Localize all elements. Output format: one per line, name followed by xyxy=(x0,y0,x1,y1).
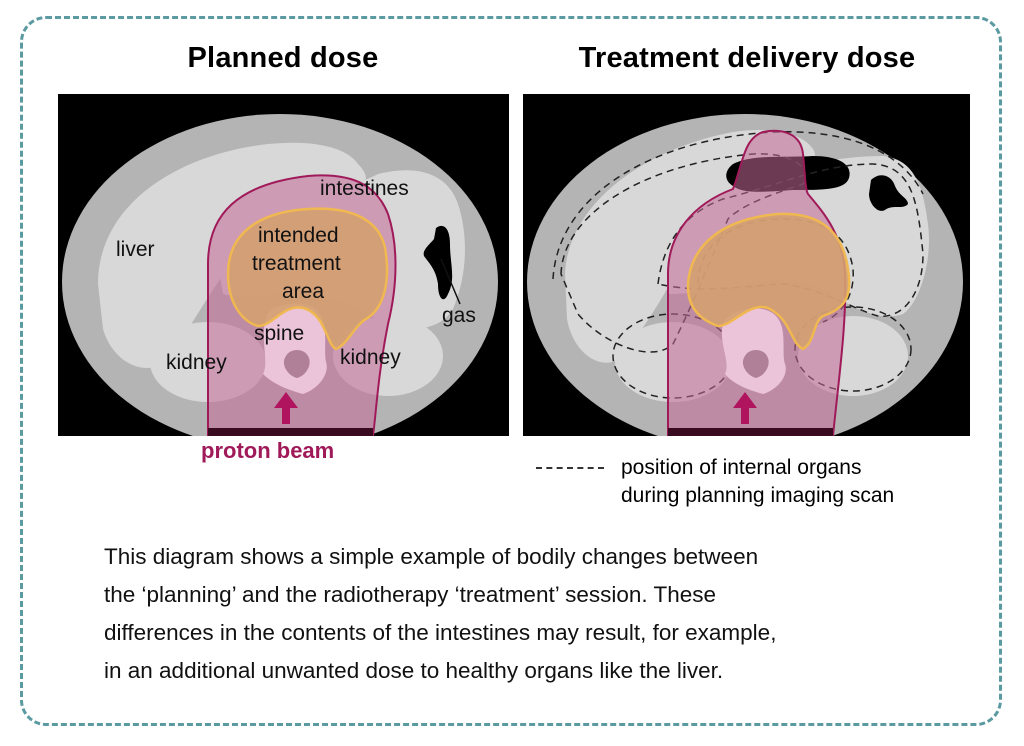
spine-shape xyxy=(263,303,327,394)
label-gas: gas xyxy=(442,304,476,327)
caption-line: differences in the contents of the intes… xyxy=(104,620,777,645)
planned-dose-scan: intestines liver intended treatment area… xyxy=(58,94,509,436)
gas-pocket xyxy=(423,225,453,300)
label-kidney-right: kidney xyxy=(340,346,401,369)
beam-bottom-dark xyxy=(668,428,833,436)
label-target-1: intended xyxy=(258,224,339,247)
dashed-frame xyxy=(20,16,1002,726)
beam-direction-arrow xyxy=(274,392,298,424)
beam-bottom-dark xyxy=(208,428,373,436)
treatment-delivery-scan xyxy=(523,94,970,436)
label-target-2: treatment xyxy=(252,252,341,275)
spinal-canal xyxy=(283,350,310,378)
label-kidney-left: kidney xyxy=(166,351,227,374)
caption-line: in an additional unwanted dose to health… xyxy=(104,658,724,683)
gas-pocket-small xyxy=(869,175,908,211)
dashed-line-icon xyxy=(536,467,604,469)
beam-direction-arrow xyxy=(733,392,757,424)
spinal-canal xyxy=(742,350,769,378)
legend-line-2: during planning imaging scan xyxy=(621,484,895,507)
label-liver: liver xyxy=(116,238,155,261)
planning-outline-body xyxy=(552,131,924,280)
planned-dose-title: Planned dose xyxy=(187,42,379,74)
caption-line: the ‘planning’ and the radiotherapy ‘tre… xyxy=(104,582,717,607)
label-intestines: intestines xyxy=(320,177,409,200)
treatment-delivery-dose-title: Treatment delivery dose xyxy=(578,42,916,74)
legend-text: position of internal organs during plann… xyxy=(621,454,1001,510)
proton-beam-label: proton beam xyxy=(201,438,335,463)
intended-treatment-area xyxy=(226,207,389,351)
label-target-3: area xyxy=(282,280,324,303)
legend-line-1: position of internal organs xyxy=(621,456,862,479)
gas-pointer-line xyxy=(440,258,461,305)
treatment-area xyxy=(686,212,851,351)
caption-line: This diagram shows a simple example of b… xyxy=(104,544,759,569)
label-spine: spine xyxy=(254,322,304,345)
caption: This diagram shows a simple example of b… xyxy=(104,538,944,690)
